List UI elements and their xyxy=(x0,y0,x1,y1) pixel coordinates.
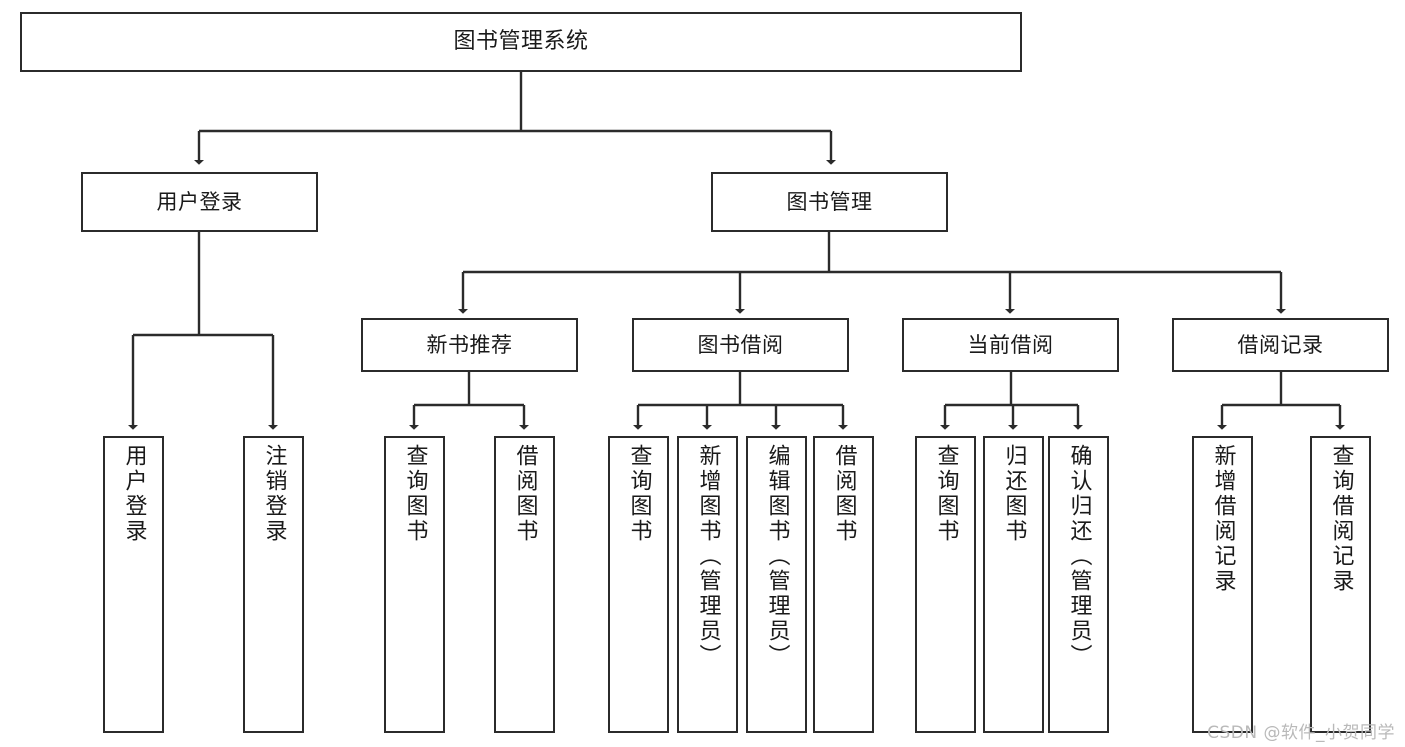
leaf-query-book-3-label: 查询图书 xyxy=(933,444,959,544)
node-book-borrow[interactable]: 图书借阅 xyxy=(632,318,849,372)
leaf-edit-book[interactable]: 编辑图书（管理员） xyxy=(746,436,807,733)
leaf-logout-login-label: 注销登录 xyxy=(261,444,287,544)
leaf-query-book-2[interactable]: 查询图书 xyxy=(608,436,669,733)
leaf-return-book-label: 归还图书 xyxy=(1001,444,1027,544)
node-book-management-label: 图书管理 xyxy=(786,189,873,214)
watermark-text: CSDN @软件_小贺同学 xyxy=(1207,723,1395,743)
leaf-edit-book-label: 编辑图书（管理员） xyxy=(764,444,790,669)
leaf-borrow-book-2-label: 借阅图书 xyxy=(831,444,857,544)
leaf-confirm-return-label: 确认归还（管理员） xyxy=(1066,444,1092,669)
node-root[interactable]: 图书管理系统 xyxy=(20,12,1022,72)
node-book-management[interactable]: 图书管理 xyxy=(711,172,948,232)
node-user-login[interactable]: 用户登录 xyxy=(81,172,318,232)
leaf-user-login-label: 用户登录 xyxy=(121,444,147,544)
leaf-query-book-2-label: 查询图书 xyxy=(626,444,652,544)
node-user-login-label: 用户登录 xyxy=(156,189,243,214)
leaf-query-book-1[interactable]: 查询图书 xyxy=(384,436,445,733)
node-root-label: 图书管理系统 xyxy=(453,29,589,55)
node-current-borrow-label: 当前借阅 xyxy=(967,332,1054,357)
leaf-logout-login[interactable]: 注销登录 xyxy=(243,436,304,733)
node-new-book-recommend-label: 新书推荐 xyxy=(426,332,513,357)
leaf-add-record[interactable]: 新增借阅记录 xyxy=(1192,436,1253,733)
leaf-confirm-return[interactable]: 确认归还（管理员） xyxy=(1048,436,1109,733)
leaf-user-login[interactable]: 用户登录 xyxy=(103,436,164,733)
leaf-borrow-book-1-label: 借阅图书 xyxy=(512,444,538,544)
node-borrow-record-label: 借阅记录 xyxy=(1237,332,1324,357)
leaf-query-book-1-label: 查询图书 xyxy=(402,444,428,544)
node-current-borrow[interactable]: 当前借阅 xyxy=(902,318,1119,372)
node-borrow-record[interactable]: 借阅记录 xyxy=(1172,318,1389,372)
leaf-add-record-label: 新增借阅记录 xyxy=(1210,444,1236,594)
leaf-add-book[interactable]: 新增图书（管理员） xyxy=(677,436,738,733)
leaf-query-record[interactable]: 查询借阅记录 xyxy=(1310,436,1371,733)
leaf-borrow-book-2[interactable]: 借阅图书 xyxy=(813,436,874,733)
leaf-add-book-label: 新增图书（管理员） xyxy=(695,444,721,669)
node-book-borrow-label: 图书借阅 xyxy=(697,332,784,357)
node-new-book-recommend[interactable]: 新书推荐 xyxy=(361,318,578,372)
leaf-query-book-3[interactable]: 查询图书 xyxy=(915,436,976,733)
leaf-return-book[interactable]: 归还图书 xyxy=(983,436,1044,733)
leaf-borrow-book-1[interactable]: 借阅图书 xyxy=(494,436,555,733)
leaf-query-record-label: 查询借阅记录 xyxy=(1328,444,1354,594)
